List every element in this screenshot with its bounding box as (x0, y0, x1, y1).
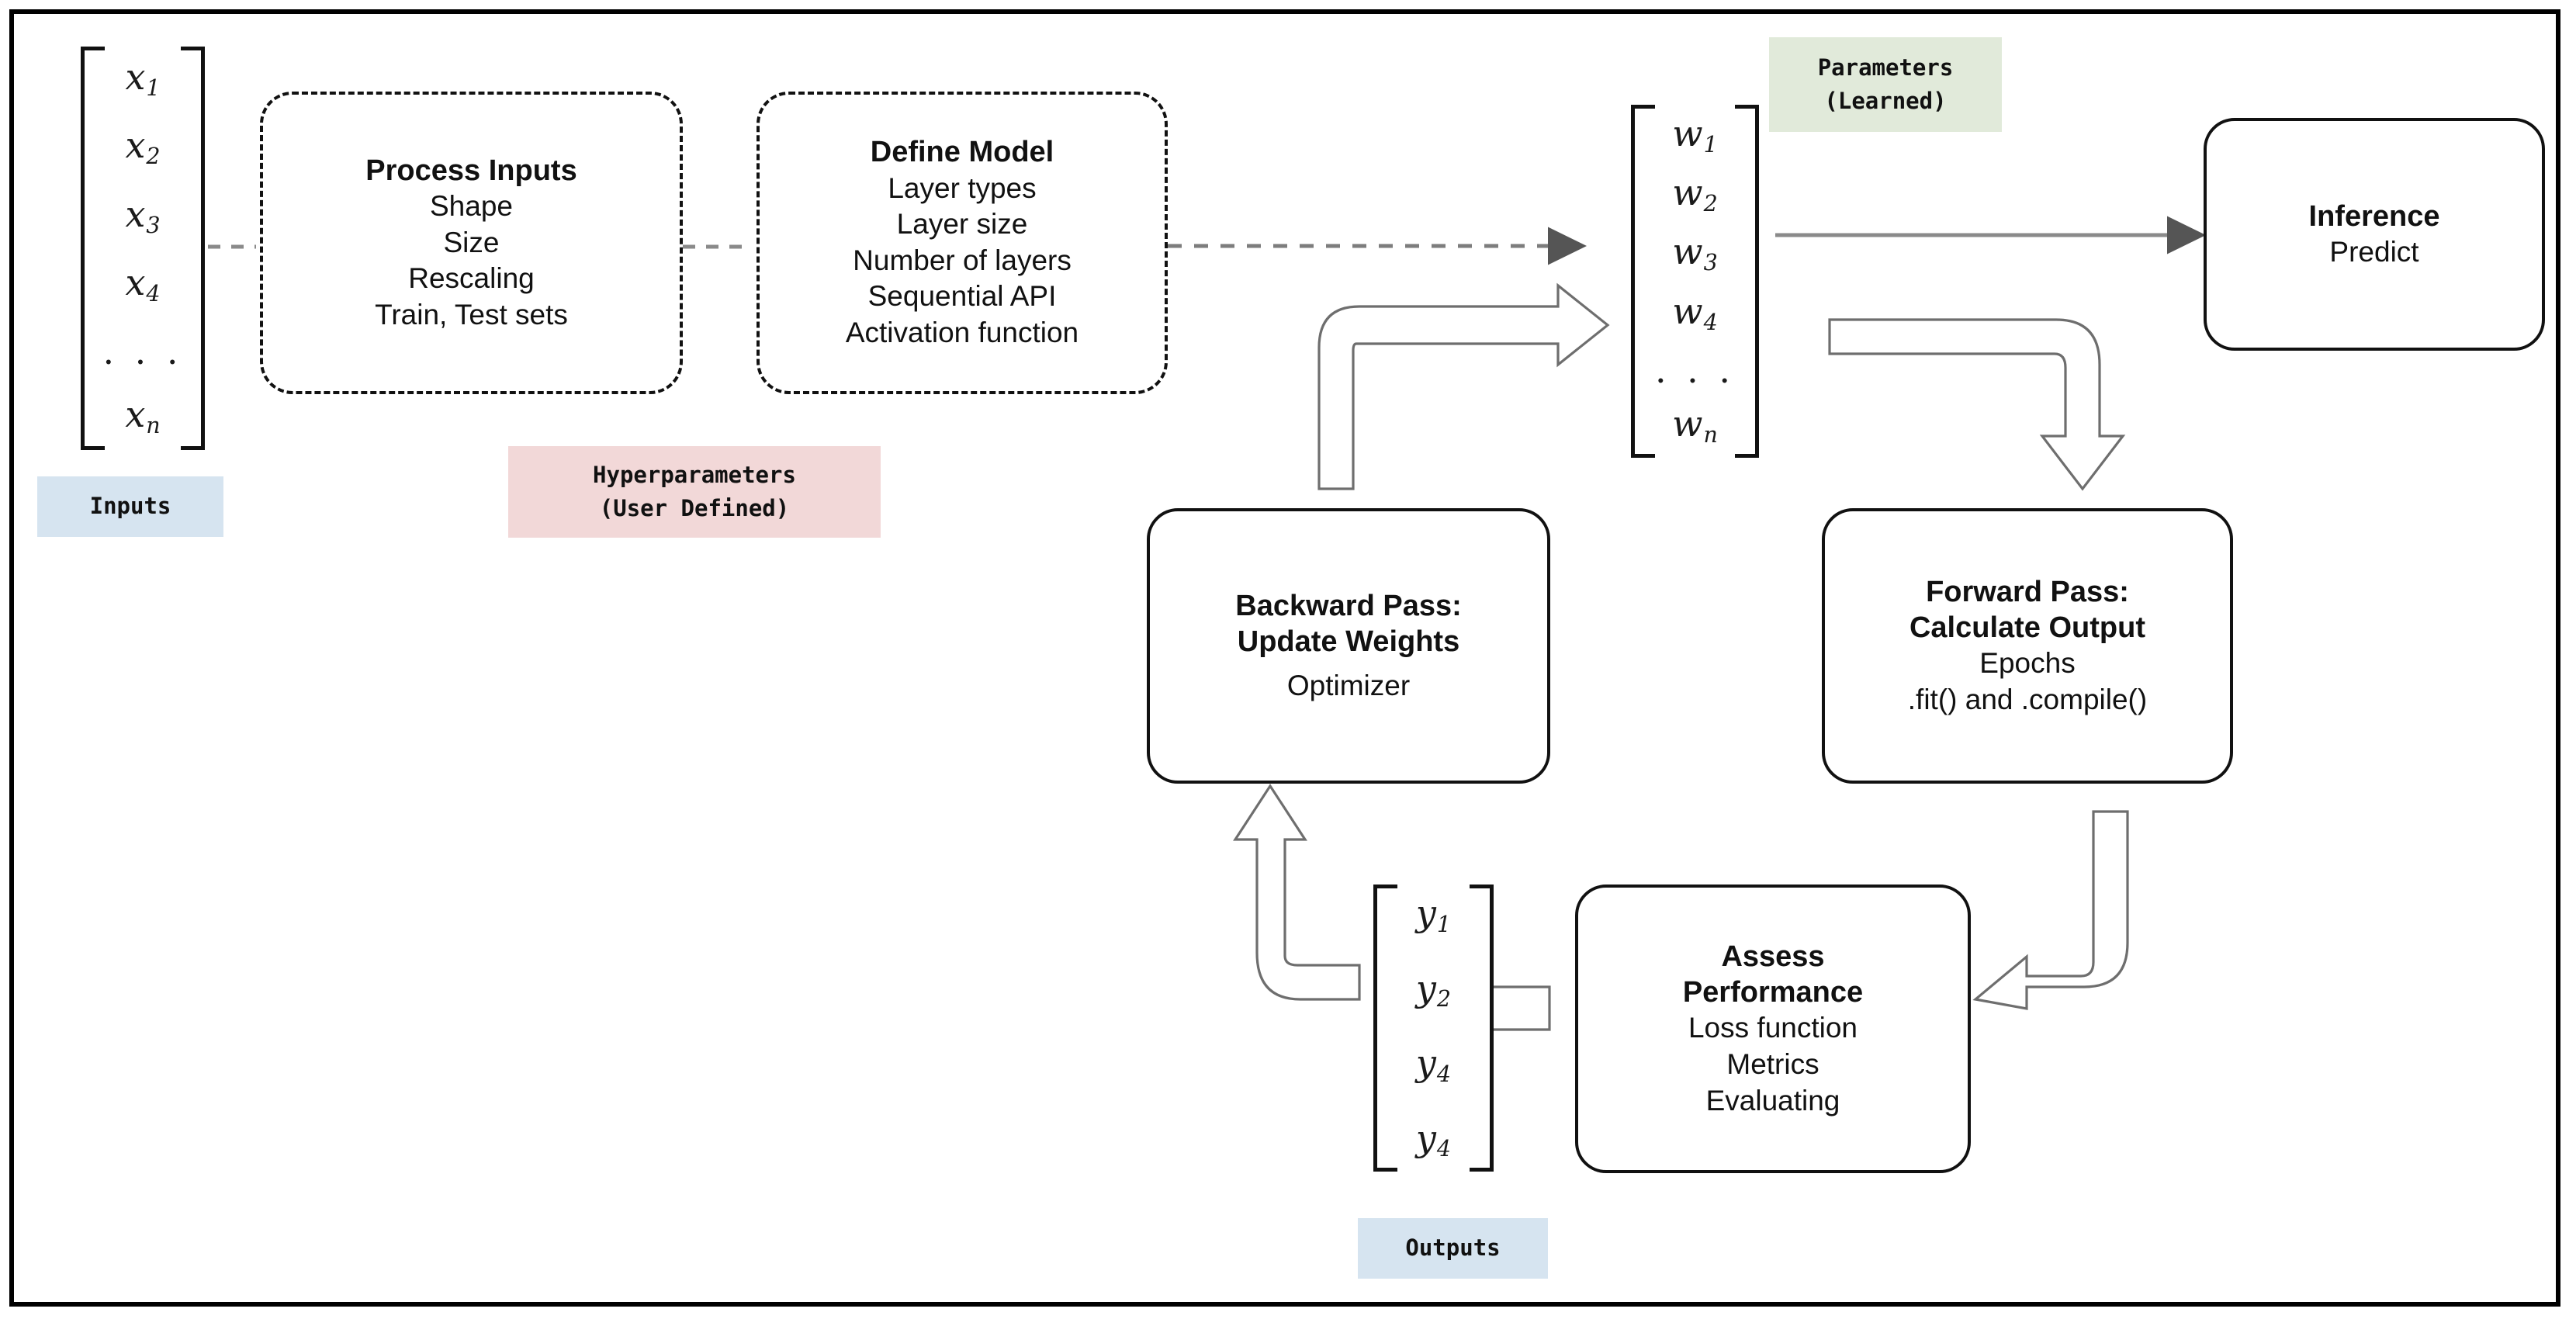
vector-item: y2 (1415, 967, 1452, 1013)
box-title-line2: Performance (1682, 976, 1864, 1009)
vector-ellipsis: . . . (1654, 348, 1736, 391)
vector-item: x2 (125, 124, 161, 170)
badge-label: Inputs (89, 493, 171, 520)
connector-weights-to-forward (1828, 318, 2126, 491)
badge-sublabel: (User Defined) (599, 495, 790, 521)
box-line: .fit() and .compile() (1907, 683, 2148, 715)
badge-outputs: Outputs (1358, 1218, 1548, 1279)
box-line: Predict (2329, 235, 2419, 268)
box-line: Sequential API (867, 280, 1057, 313)
box-title-line1: Backward Pass: (1235, 589, 1462, 622)
box-line: Rescaling (408, 262, 535, 295)
badge-sublabel: (Learned) (1824, 88, 1947, 114)
bracket-left-icon (81, 47, 105, 450)
box-inference[interactable]: Inference Predict (2204, 118, 2545, 351)
box-line: Activation function (845, 317, 1079, 349)
weights-vector: w1 w2 w3 w4 . . . wn (1631, 105, 1759, 458)
box-line: Epochs (1979, 647, 2076, 680)
box-backward-pass[interactable]: Backward Pass: Update Weights Optimizer (1147, 508, 1550, 784)
outputs-vector: y1 y2 y4 y4 (1373, 885, 1494, 1172)
badge-label: Outputs (1405, 1234, 1501, 1262)
bracket-left-icon (1373, 885, 1397, 1172)
bracket-right-icon (1735, 105, 1759, 458)
vector-item: y4 (1415, 1116, 1452, 1162)
box-forward-pass[interactable]: Forward Pass: Calculate Output Epochs .f… (1822, 508, 2233, 784)
connector-forward-to-assess (1972, 810, 2129, 1010)
vector-item: y1 (1415, 892, 1452, 937)
vector-item: w1 (1672, 113, 1718, 158)
box-process-inputs[interactable]: Process Inputs Shape Size Rescaling Trai… (260, 92, 683, 394)
vector-ellipsis: . . . (102, 330, 183, 372)
vector-item: x1 (125, 56, 161, 101)
box-line: Layer size (896, 208, 1028, 241)
box-title-line2: Calculate Output (1909, 611, 2146, 644)
vector-item: wn (1672, 403, 1718, 448)
box-line: Loss function (1688, 1012, 1858, 1044)
badge-parameters: Parameters (Learned) (1769, 37, 2002, 132)
box-title: Inference (2308, 199, 2440, 233)
box-line: Metrics (1726, 1048, 1819, 1081)
connector-outputs-to-backward (1233, 784, 1361, 1001)
vector-item: w4 (1672, 289, 1718, 335)
box-line: Shape (430, 189, 513, 222)
box-title-line2: Update Weights (1237, 625, 1460, 659)
vector-item: w2 (1672, 171, 1718, 217)
box-title: Define Model (870, 136, 1054, 169)
badge-hyperparameters: Hyperparameters (User Defined) (508, 446, 881, 538)
box-title-line1: Forward Pass: (1926, 575, 2129, 608)
box-title: Process Inputs (365, 154, 577, 187)
box-line: Train, Test sets (375, 298, 568, 331)
box-line: Layer types (888, 171, 1037, 204)
vector-item: x4 (125, 261, 161, 307)
bracket-right-icon (181, 47, 205, 450)
box-assess-performance[interactable]: Assess Performance Loss function Metrics… (1575, 885, 1971, 1173)
box-line: Size (443, 226, 500, 258)
badge-label: Hyperparameters (593, 461, 796, 488)
vector-item: x3 (125, 192, 161, 238)
inputs-vector: x1 x2 x3 x4 . . . xn (81, 47, 205, 450)
vector-item: xn (125, 393, 161, 439)
bracket-right-icon (1470, 885, 1494, 1172)
box-define-model[interactable]: Define Model Layer types Layer size Numb… (757, 92, 1168, 394)
badge-inputs: Inputs (37, 476, 223, 537)
badge-label: Parameters (1817, 54, 1954, 81)
bracket-left-icon (1631, 105, 1655, 458)
connector-backward-to-weights (1317, 282, 1610, 490)
vector-item: y4 (1415, 1042, 1452, 1087)
box-line: Evaluating (1705, 1084, 1840, 1116)
connector-outputs-vector-to-assess (1494, 985, 1551, 1031)
box-line: Optimizer (1286, 669, 1411, 701)
box-line: Number of layers (853, 244, 1072, 276)
vector-item: w3 (1672, 230, 1718, 276)
box-title-line1: Assess (1721, 940, 1825, 973)
